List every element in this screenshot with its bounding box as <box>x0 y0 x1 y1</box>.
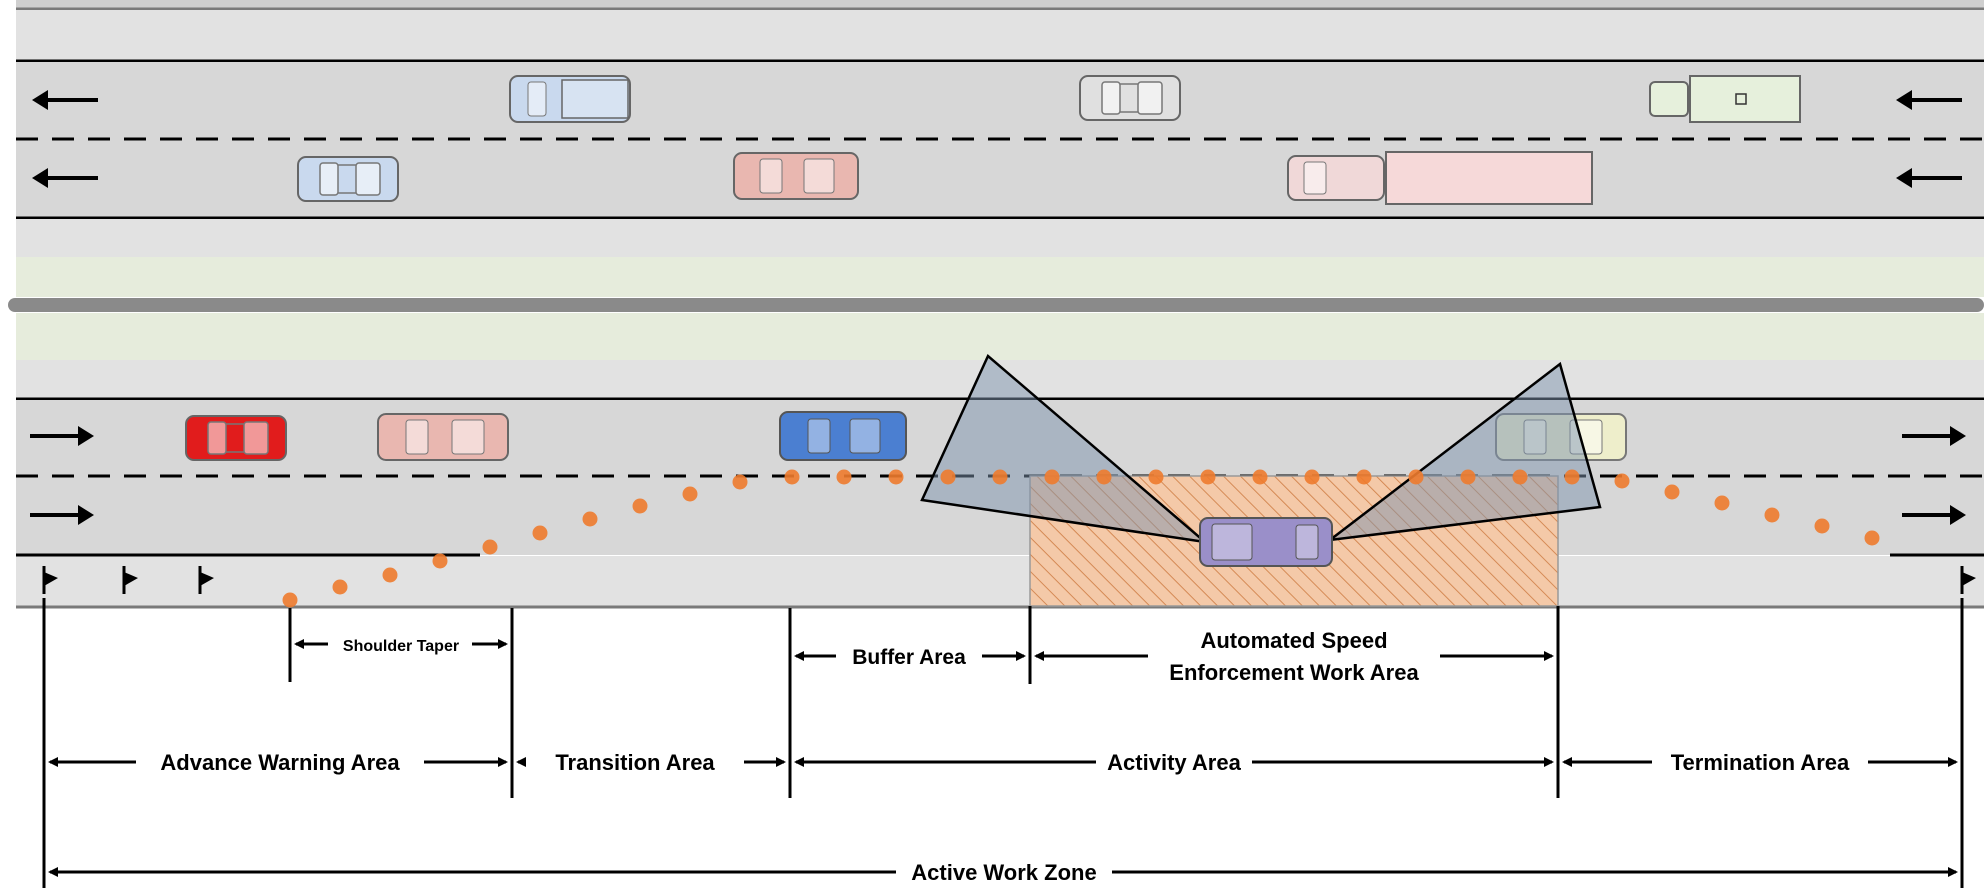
channelizer-dot-icon <box>282 592 298 608</box>
channelizer-dot-icon <box>1764 507 1780 523</box>
channelizer-dot-icon <box>1512 469 1528 485</box>
car-icon <box>1079 75 1181 121</box>
shoulder-taper-label: Shoulder Taper <box>343 638 459 655</box>
channelizer-dot-icon <box>1864 530 1880 546</box>
dimension-lines <box>42 598 1964 888</box>
channelizer-dot-icon <box>784 469 800 485</box>
transition-area-label: Transition Area <box>555 750 715 775</box>
channelizer-dot-icon <box>1564 469 1580 485</box>
channelizer-dot-icon <box>632 498 648 514</box>
channelizer-dot-icon <box>1200 469 1216 485</box>
camera-cone-icon <box>920 353 1210 544</box>
activity-area-label: Activity Area <box>1107 750 1241 775</box>
camera-cones <box>920 353 1602 544</box>
median-grass-bottom <box>16 313 1984 360</box>
channelizer-dot-icon <box>992 469 1008 485</box>
semi-truck-icon <box>1287 151 1593 205</box>
channelizer-dot-icon <box>1814 518 1830 534</box>
buffer-area-label: Buffer Area <box>852 646 966 669</box>
channelizer-dot-icon <box>1096 469 1112 485</box>
car-icon <box>779 411 907 461</box>
warning-sign-icon <box>1960 566 1976 594</box>
top-vehicles <box>297 75 1801 205</box>
ase-work-area-label-line2: Enforcement Work Area <box>1169 660 1419 685</box>
car-icon <box>733 152 859 200</box>
left-arrow-icon <box>1896 168 1962 188</box>
median <box>8 257 1984 360</box>
camera-cone-icon <box>1325 361 1602 542</box>
active-work-zone-label: Active Work Zone <box>911 860 1096 885</box>
channelizer-dot-icon <box>1148 469 1164 485</box>
enforcement-van-icon <box>1199 517 1333 567</box>
right-arrow-icon <box>1902 505 1966 525</box>
left-arrow-icon <box>32 90 98 110</box>
channelizer-dot-icon <box>1304 469 1320 485</box>
top-outer-strip <box>16 0 1984 8</box>
warning-sign-icon <box>198 566 214 594</box>
channelizer-dot-icon <box>482 539 498 555</box>
channelizer-dot-icon <box>432 553 448 569</box>
termination-area-label: Termination Area <box>1671 750 1850 775</box>
channelizer-dot-icon <box>1714 495 1730 511</box>
warning-sign-icon <box>122 566 138 594</box>
channelizer-dot-icon <box>1356 469 1372 485</box>
car-icon <box>297 156 399 202</box>
left-arrow-icon <box>32 168 98 188</box>
right-arrow-icon <box>1902 426 1966 446</box>
channelizer-dot-icon <box>382 567 398 583</box>
channelizer-dot-icon <box>732 474 748 490</box>
ase-work-area-label-line1: Automated Speed <box>1200 628 1387 653</box>
bottom-outer-shoulder <box>16 556 1984 606</box>
channelizer-dot-icon <box>1664 484 1680 500</box>
car-icon <box>377 413 509 461</box>
channelizer-dots <box>282 469 1880 608</box>
median-barrier <box>8 298 1984 312</box>
advance-warning-area-label: Advance Warning Area <box>160 750 400 775</box>
car-icon <box>185 415 287 461</box>
channelizer-dot-icon <box>940 469 956 485</box>
warning-sign-icon <box>42 566 58 594</box>
channelizer-dot-icon <box>532 525 548 541</box>
labels: Shoulder Taper Buffer Area Automated Spe… <box>136 624 1868 886</box>
channelizer-dot-icon <box>1460 469 1476 485</box>
box-truck-icon <box>1649 75 1801 123</box>
channelizer-dot-icon <box>1614 473 1630 489</box>
channelizer-dot-icon <box>1044 469 1060 485</box>
pickup-truck-icon <box>509 75 631 123</box>
right-arrow-icon <box>30 426 94 446</box>
right-arrow-icon <box>30 505 94 525</box>
channelizer-dot-icon <box>582 511 598 527</box>
direction-arrows <box>30 90 1966 525</box>
channelizer-dot-icon <box>836 469 852 485</box>
top-roadway <box>16 0 1984 257</box>
channelizer-dot-icon <box>1408 469 1424 485</box>
left-arrow-icon <box>1896 90 1962 110</box>
channelizer-dot-icon <box>332 579 348 595</box>
channelizer-dot-icon <box>682 486 698 502</box>
median-grass-top <box>16 257 1984 297</box>
top-inner-shoulder <box>16 219 1984 257</box>
top-shoulder <box>16 10 1984 60</box>
channelizer-dot-icon <box>888 469 904 485</box>
warning-signs <box>42 566 1976 594</box>
channelizer-dot-icon <box>1252 469 1268 485</box>
